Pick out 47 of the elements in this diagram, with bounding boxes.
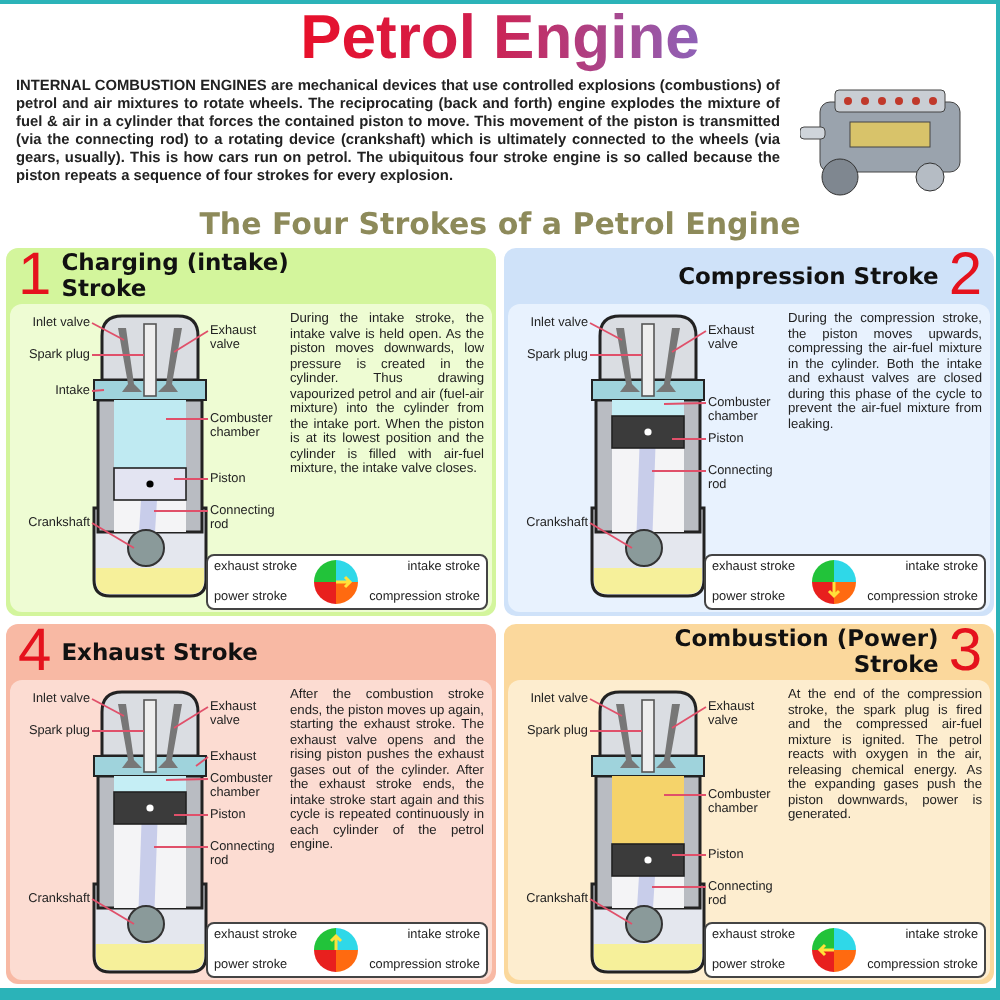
leader-line [671, 330, 707, 353]
leader-line [651, 470, 707, 472]
leader-line [91, 730, 145, 732]
leader-line [671, 438, 707, 440]
leader-line [671, 854, 707, 856]
leader-line [91, 354, 145, 356]
panel-heading: Charging (intake) Stroke [61, 250, 291, 302]
step-number: 2 [948, 248, 982, 304]
leader-line [173, 478, 209, 480]
step-number: 4 [18, 624, 52, 680]
leader-line [663, 402, 707, 405]
stroke-panel [6, 248, 496, 616]
leader-line [165, 418, 209, 420]
stroke-panel [504, 624, 994, 984]
leader-line [91, 898, 135, 925]
leader-line [589, 322, 623, 341]
leader-line [153, 510, 209, 512]
leader-line [91, 389, 105, 392]
stroke-cycle-box [704, 554, 986, 610]
panel-heading: Compression Stroke [678, 263, 939, 289]
panel-heading: Exhaust Stroke [61, 639, 258, 665]
stroke-panel [6, 624, 496, 984]
leader-line [671, 706, 707, 729]
leader-line [165, 778, 209, 781]
stroke-cycle-box [206, 922, 488, 978]
leader-line [173, 330, 209, 353]
leader-line [589, 354, 643, 356]
leader-line [195, 756, 209, 767]
leader-line [651, 886, 707, 888]
leader-line [589, 698, 623, 717]
step-number: 1 [18, 248, 52, 304]
leader-line [589, 898, 633, 925]
leader-line [589, 522, 633, 549]
panel-heading: Combustion (Power) Stroke [672, 626, 939, 678]
leader-line [91, 322, 125, 341]
leader-line [153, 846, 209, 848]
stroke-cycle-box [206, 554, 488, 610]
stroke-panel [504, 248, 994, 616]
leader-line [173, 814, 209, 816]
leader-line [589, 730, 643, 732]
leader-line [173, 706, 209, 729]
leader-line [91, 698, 125, 717]
leader-line [663, 794, 707, 796]
stroke-cycle-box [704, 922, 986, 978]
leader-line [91, 522, 135, 549]
section-heading: The Four Strokes of a Petrol Engine [197, 206, 803, 244]
step-number: 3 [948, 624, 982, 680]
